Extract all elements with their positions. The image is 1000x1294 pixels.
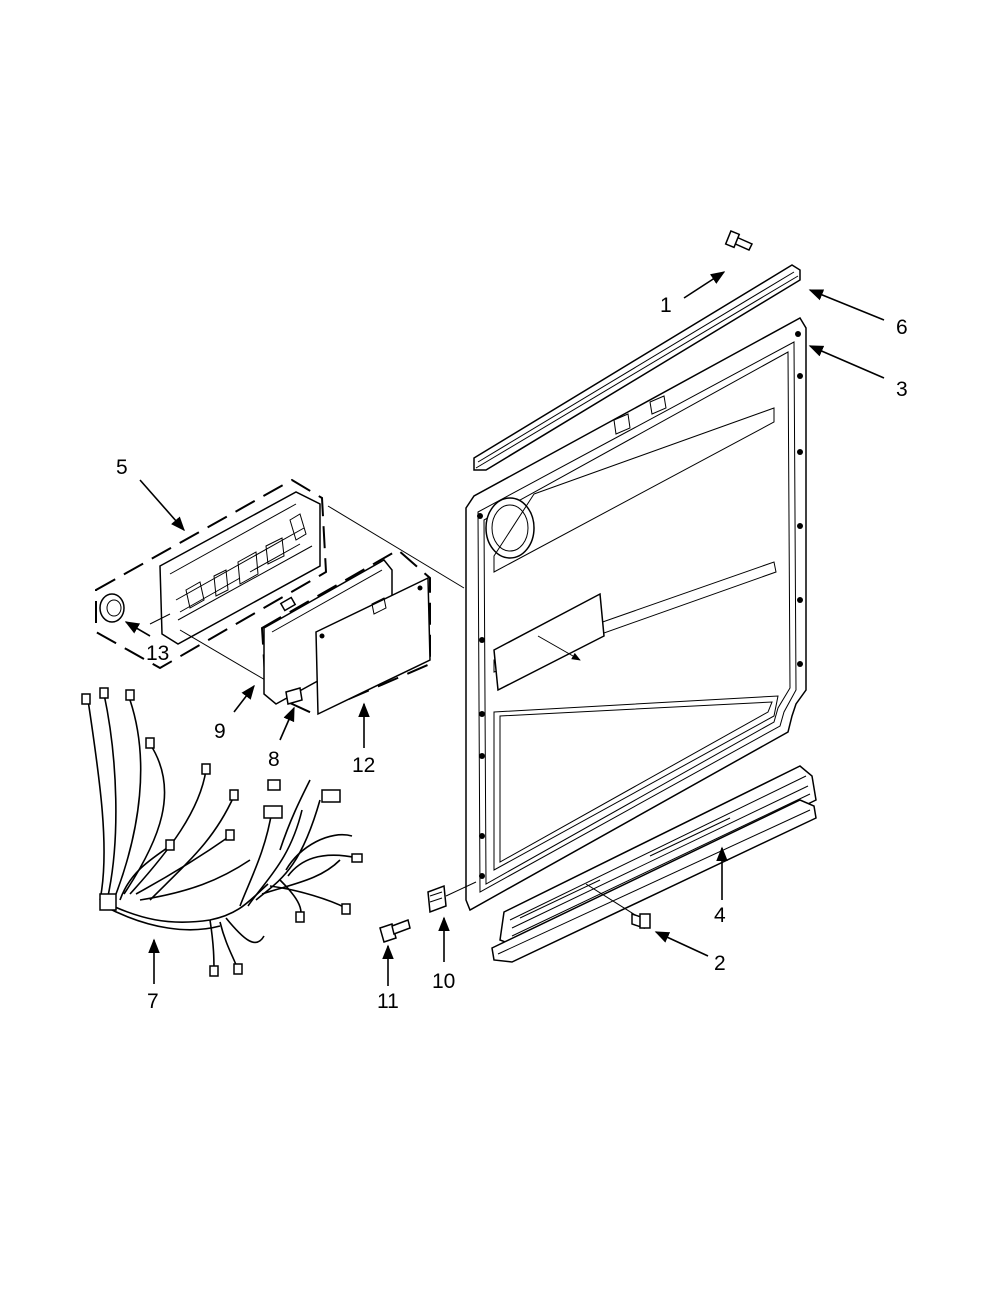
callout-leaders bbox=[124, 271, 885, 986]
callout-12: 12 bbox=[352, 754, 375, 777]
callout-labels: 1 6 3 5 13 9 8 12 7 11 10 4 2 bbox=[116, 294, 908, 1013]
inner-door-panel bbox=[465, 316, 807, 912]
callout-6: 6 bbox=[896, 316, 908, 339]
bottom-strip bbox=[491, 765, 817, 963]
control-panel-assembly bbox=[95, 478, 465, 685]
top-trim-strip bbox=[473, 264, 801, 471]
callout-9: 9 bbox=[214, 720, 226, 743]
screw-part-1 bbox=[724, 230, 754, 251]
callout-8: 8 bbox=[268, 748, 280, 771]
control-board-cover bbox=[260, 548, 431, 716]
callout-7: 7 bbox=[147, 990, 159, 1013]
callout-5: 5 bbox=[116, 456, 128, 479]
callout-1: 1 bbox=[660, 294, 672, 317]
wire-harness bbox=[81, 687, 363, 977]
screw-part-2 bbox=[585, 883, 651, 930]
callout-3: 3 bbox=[896, 378, 908, 401]
callout-10: 10 bbox=[432, 970, 455, 993]
callout-2: 2 bbox=[714, 952, 726, 975]
callout-13: 13 bbox=[146, 642, 169, 665]
screw-part-11 bbox=[379, 919, 411, 943]
callout-11: 11 bbox=[377, 990, 399, 1013]
clip-part-10 bbox=[427, 881, 477, 914]
callout-4: 4 bbox=[714, 904, 726, 927]
